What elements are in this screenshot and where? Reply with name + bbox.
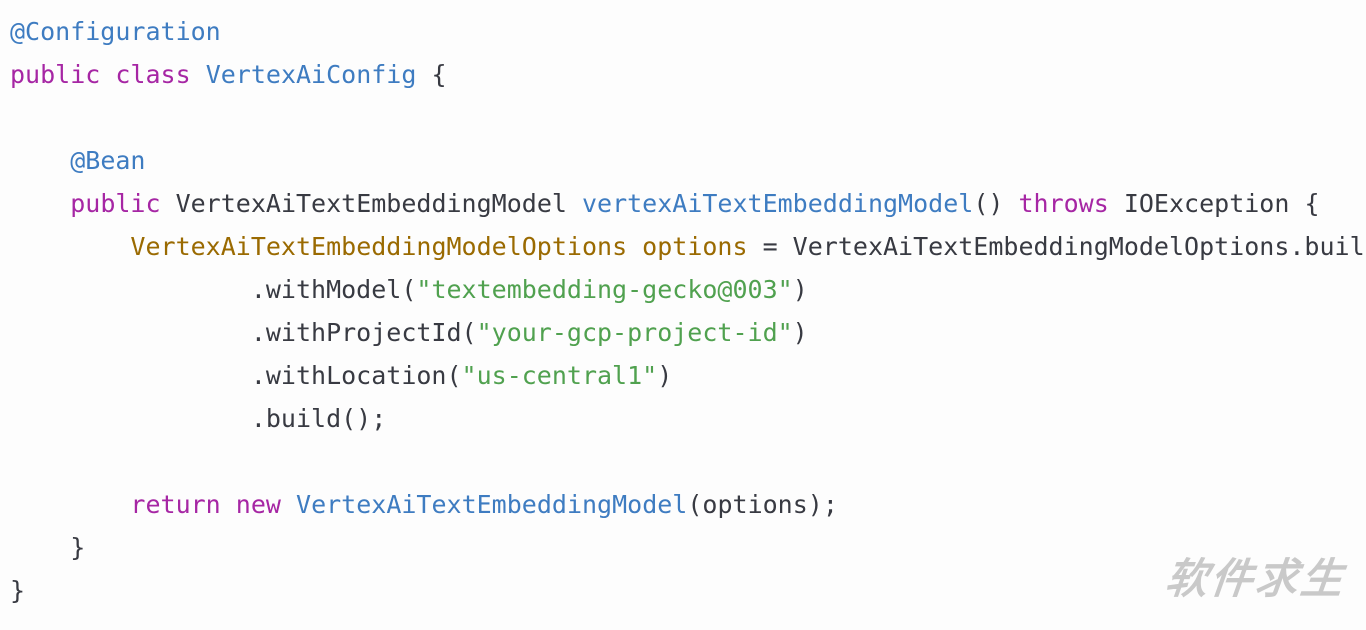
code-line: .withModel("textembedding-gecko@003"): [10, 268, 1366, 311]
code-token-plain: }: [10, 533, 86, 562]
code-line: }: [10, 569, 1366, 612]
code-token-string: "your-gcp-project-id": [476, 318, 793, 347]
code-line: .withLocation("us-central1"): [10, 354, 1366, 397]
code-token-annotation: @Configuration: [10, 17, 221, 46]
code-line: .withProjectId("your-gcp-project-id"): [10, 311, 1366, 354]
code-token-keyword: return: [130, 490, 221, 519]
code-token-classname: VertexAiTextEmbeddingModel: [296, 490, 688, 519]
code-token-keyword: throws: [1018, 189, 1109, 218]
code-token-plain: [10, 490, 130, 519]
code-block: @Configuration public class VertexAiConfi…: [10, 10, 1366, 612]
code-line: [10, 440, 1366, 483]
code-token-plain: }: [10, 576, 26, 605]
code-token-keyword: new: [235, 490, 281, 519]
code-token-plain: IOException {: [1108, 189, 1320, 218]
code-line: public class VertexAiConfig {: [10, 53, 1366, 96]
code-token-plain: [10, 146, 70, 175]
code-token-function: vertexAiTextEmbeddingModel: [581, 189, 974, 218]
code-token-typegold: VertexAiTextEmbeddingModelOptions option…: [130, 232, 748, 261]
code-token-plain: {: [416, 60, 447, 89]
code-token-plain: = VertexAiTextEmbeddingModelOptions.buil…: [762, 232, 1366, 261]
code-line: public VertexAiTextEmbeddingModel vertex…: [10, 182, 1366, 225]
code-token-plain: .withModel(: [10, 275, 417, 304]
code-line: }: [10, 526, 1366, 569]
code-line: @Configuration: [10, 10, 1366, 53]
code-token-plain: [221, 490, 236, 519]
code-token-string: "us-central1": [461, 361, 658, 390]
code-line: [10, 96, 1366, 139]
code-token-plain: [10, 232, 130, 261]
code-token-plain: (): [973, 189, 1019, 218]
code-token-plain: (options);: [687, 490, 838, 519]
code-token-plain: [10, 189, 70, 218]
code-token-plain: [191, 60, 206, 89]
code-line: return new VertexAiTextEmbeddingModel(op…: [10, 483, 1366, 526]
code-token-plain: [281, 490, 296, 519]
code-token-plain: ): [792, 318, 808, 347]
code-line: VertexAiTextEmbeddingModelOptions option…: [10, 225, 1366, 268]
code-line: @Bean: [10, 139, 1366, 182]
code-token-annotation: @Bean: [70, 146, 146, 175]
code-token-plain: ): [792, 275, 808, 304]
code-token-classname: VertexAiConfig: [205, 60, 417, 89]
code-token-plain: ): [657, 361, 673, 390]
code-token-keyword: public: [70, 189, 161, 218]
code-token-plain: .withLocation(: [10, 361, 462, 390]
watermark: 软件求生: [1163, 554, 1349, 603]
code-token-keyword: public class: [10, 60, 191, 89]
code-line: .build();: [10, 397, 1366, 440]
code-token-plain: .build();: [10, 404, 387, 433]
code-token-plain: VertexAiTextEmbeddingModel: [160, 189, 582, 218]
code-token-string: "textembedding-gecko@003": [416, 275, 793, 304]
code-token-plain: .withProjectId(: [10, 318, 477, 347]
